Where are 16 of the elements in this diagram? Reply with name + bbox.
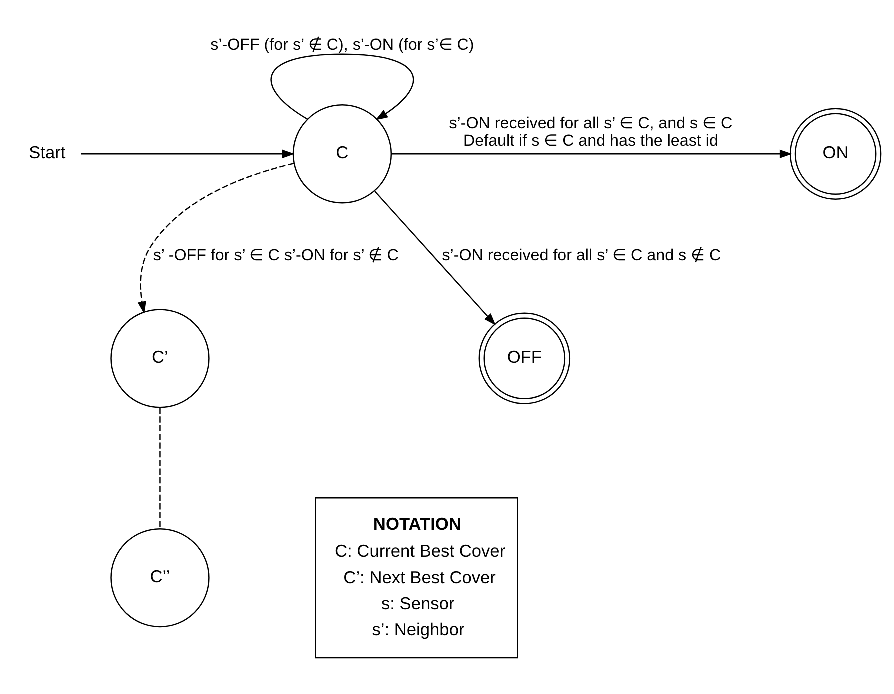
edge-label: s’-OFF (for s’ ∉ C), s’-ON (for s’∈ C) <box>210 35 474 54</box>
node-circle: ON <box>789 108 882 200</box>
node-circle: C <box>292 104 392 204</box>
connector <box>159 408 160 528</box>
node-box: NOTATION C: Current Best Cover C’: Next Best Cover s: Sensor s’: Neighbor <box>314 497 518 658</box>
node-text: Start <box>28 142 66 162</box>
arrow <box>80 149 294 158</box>
arrow <box>391 149 792 158</box>
arrow <box>270 53 414 120</box>
edge-label: s’ -OFF for s’ ∈ C s’-ON for s’ ∉ C <box>152 246 398 264</box>
arrow <box>137 162 294 314</box>
edge-label: s’-ON received for all s’ ∈ C, and s ∈ C Default if s ∈ C and has the least id <box>448 114 732 150</box>
node-circle: C’ <box>110 308 210 408</box>
node-circle: C’’ <box>110 528 210 628</box>
edge-label: s’-ON received for all s’ ∈ C and s ∉ C <box>442 246 721 264</box>
arrow <box>374 190 496 326</box>
